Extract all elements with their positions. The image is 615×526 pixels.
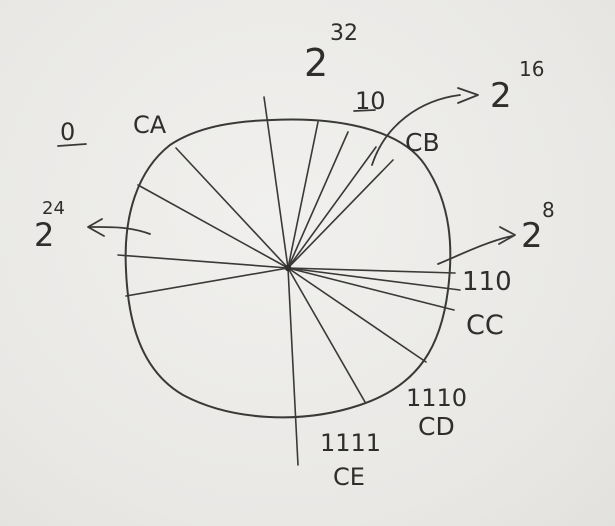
center-point [284, 264, 292, 272]
top-label-base: 2 [304, 41, 328, 85]
one-one-ten-label: 1110 [406, 384, 467, 412]
ten-overline [353, 109, 376, 112]
right-label-base: 2 [521, 216, 543, 256]
left-label-base: 2 [34, 216, 54, 254]
one-ten-label: 110 [462, 267, 512, 297]
zero-underline [57, 143, 87, 147]
cd-label: CD [418, 412, 455, 441]
ten-label: 10 [355, 87, 386, 115]
zero-label: 0 [60, 118, 75, 146]
left-label-exponent: 24 [42, 198, 65, 219]
cc-label: CC [466, 310, 504, 341]
one-one-one-one-label: 1111 [320, 429, 381, 457]
arrow-up-right [371, 87, 479, 166]
ce-label: CE [333, 463, 365, 491]
arrow-left [87, 218, 151, 237]
top-label-exponent: 32 [330, 21, 358, 46]
radial-lines [117, 96, 461, 466]
right-top-label-exponent: 16 [519, 57, 544, 81]
arrow-right [437, 226, 516, 265]
ca-label: CA [133, 111, 167, 139]
right-label-exponent: 8 [542, 198, 555, 222]
cb-label: CB [405, 128, 440, 157]
right-top-label-base: 2 [490, 76, 512, 116]
hash-ring-circle [124, 118, 452, 419]
